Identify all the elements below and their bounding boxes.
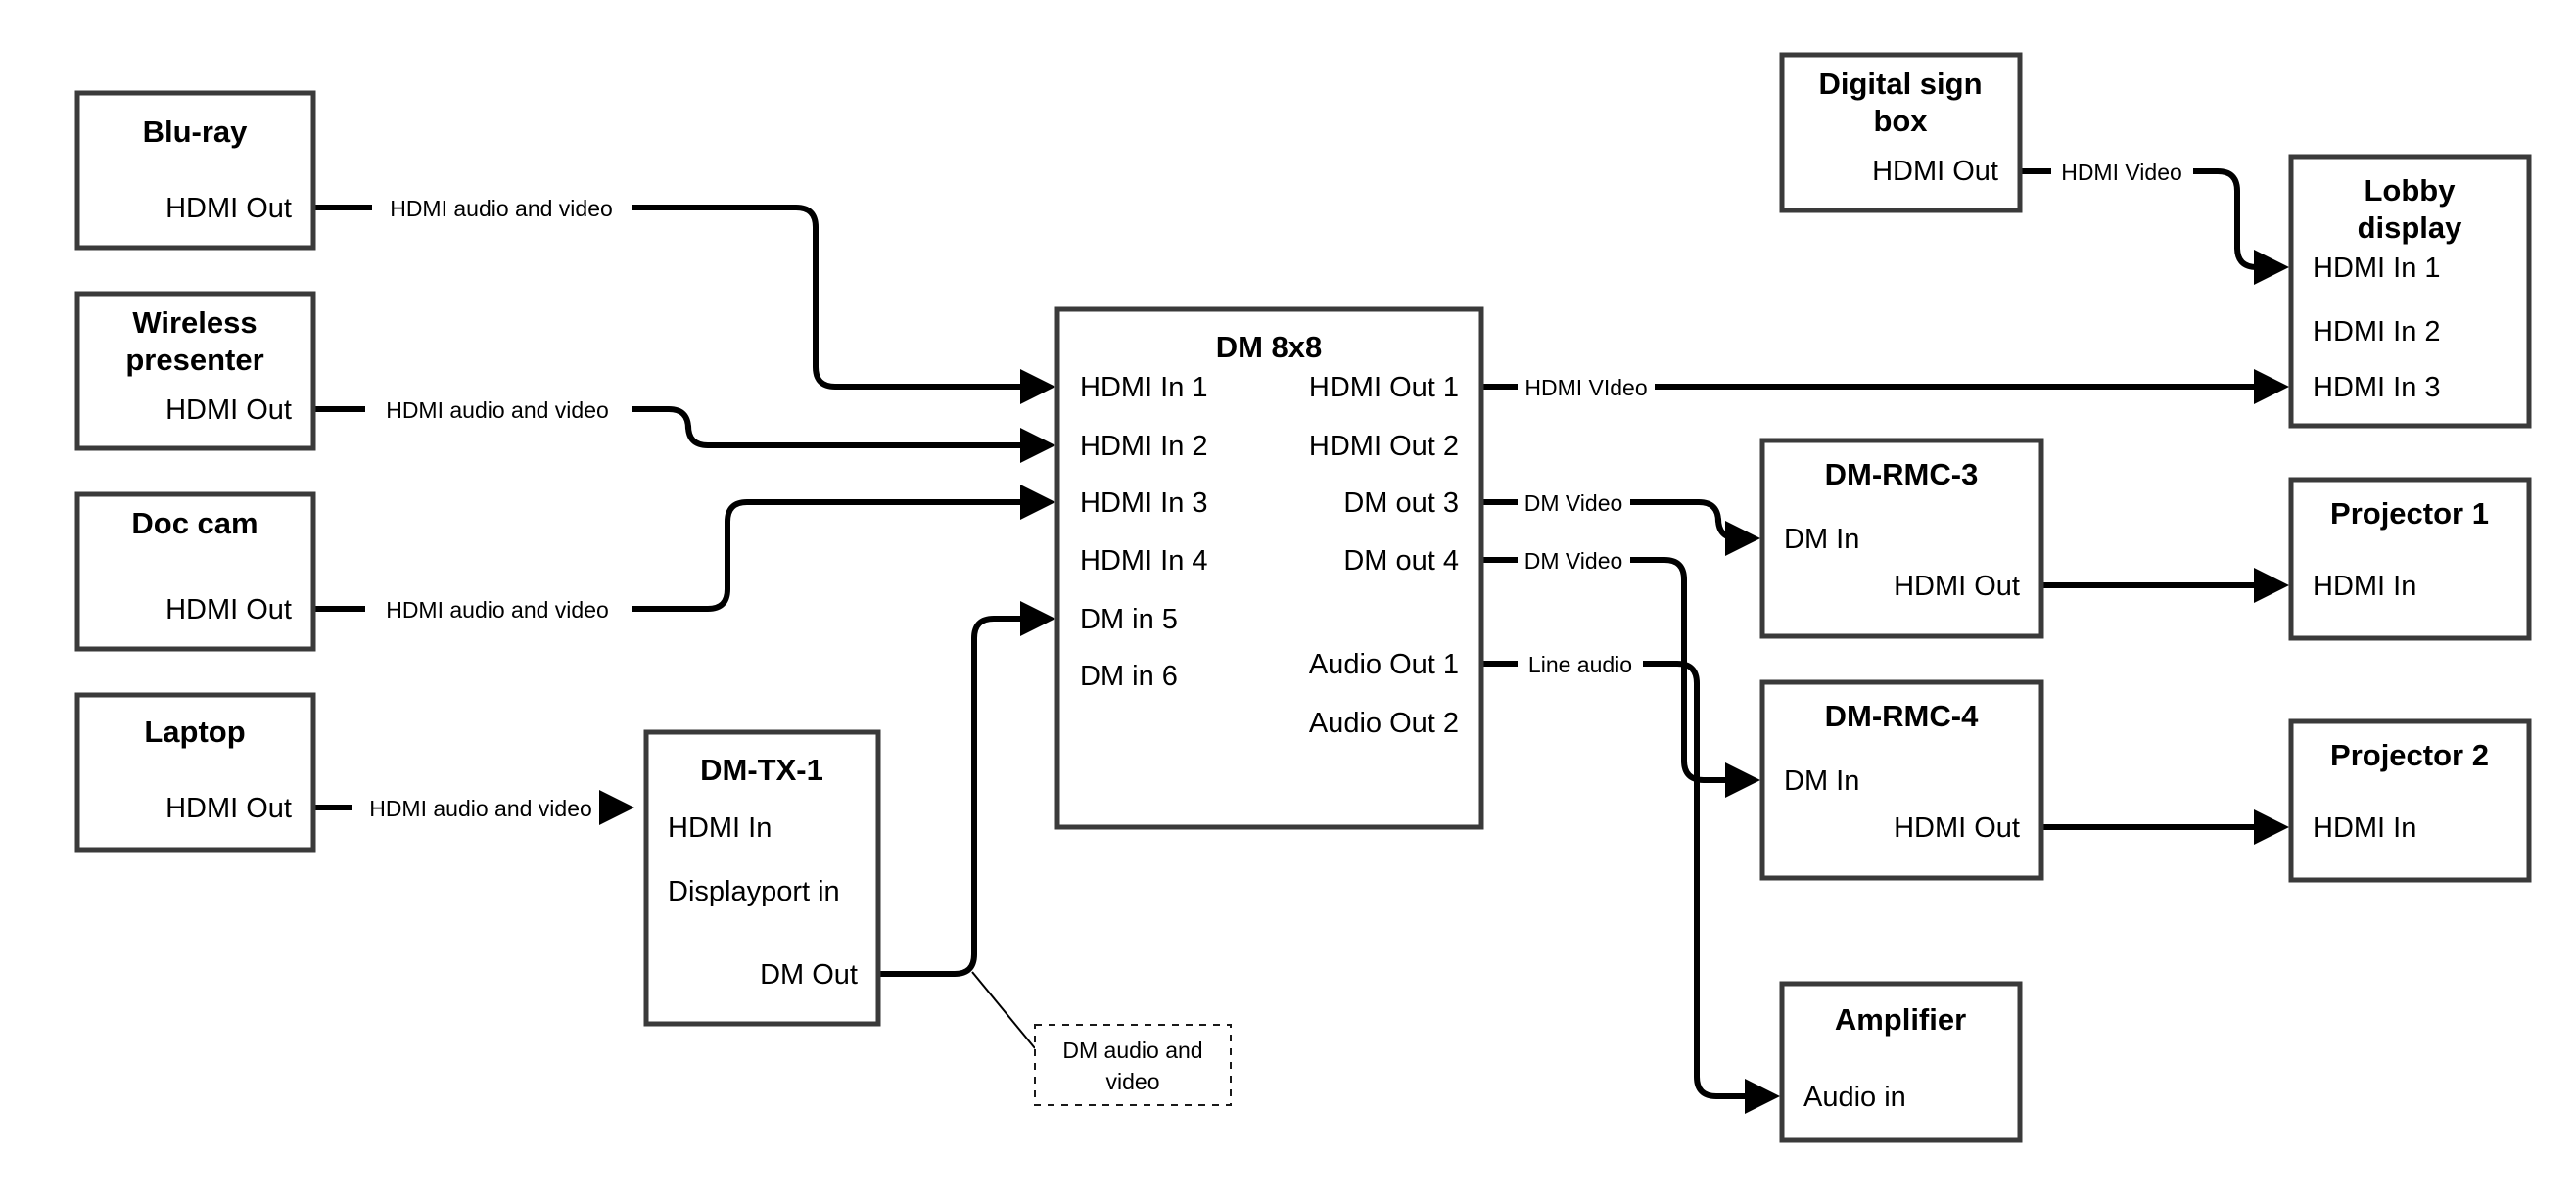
- node-laptop[interactable]: Laptop HDMI Out: [74, 692, 316, 853]
- callout-dm-audio-video-box: [1034, 1024, 1232, 1106]
- node-dm-8x8-port-audio-out-2: Audio Out 2: [1309, 708, 1459, 739]
- node-dm-8x8-port-hdmi-in-2: HDMI In 2: [1080, 431, 1208, 462]
- node-dm-8x8[interactable]: DM 8x8 HDMI In 1 HDMI In 2 HDMI In 3 HDM…: [1054, 306, 1484, 830]
- node-doc-cam[interactable]: Doc cam HDMI Out: [74, 491, 316, 652]
- wire-layer: [313, 168, 2283, 1096]
- node-dm-rmc-4-title: DM-RMC-4: [1825, 699, 1979, 733]
- node-doc-cam-port-hdmi-out: HDMI Out: [165, 594, 292, 625]
- leader-dm-audio-video: [971, 971, 1036, 1049]
- node-projector-2-title: Projector 2: [2330, 738, 2489, 772]
- node-dm-8x8-port-dm-out-3: DM out 3: [1343, 487, 1459, 519]
- node-projector-2-port-hdmi-in: HDMI In: [2313, 812, 2416, 844]
- node-dm-8x8-port-hdmi-in-3: HDMI In 3: [1080, 487, 1208, 519]
- node-dm-tx-1-title: DM-TX-1: [700, 753, 823, 787]
- edge-label-doccam-to-dm8x8: HDMI audio and video: [386, 597, 609, 623]
- edge-label-dm8x8-to-rmc4: DM Video: [1524, 548, 1623, 574]
- node-projector-2-box[interactable]: [2288, 718, 2532, 883]
- edge-label-dm8x8-to-rmc3: DM Video: [1524, 490, 1623, 516]
- edge-label-layer: HDMI audio and video HDMI audio and vide…: [369, 160, 2182, 821]
- node-wireless-presenter-title-line1: Wireless: [132, 305, 257, 340]
- node-digital-sign-box-title-line2: box: [1873, 104, 1928, 138]
- node-lobby-display-port-hdmi-in-2: HDMI In 2: [2313, 316, 2441, 347]
- node-dm-8x8-port-audio-out-1: Audio Out 1: [1309, 649, 1459, 680]
- node-dm-rmc-3-port-hdmi-out: HDMI Out: [1894, 571, 2020, 602]
- node-dm-tx-1[interactable]: DM-TX-1 HDMI In Displayport in DM Out: [643, 729, 881, 1027]
- node-dm-rmc-4-port-dm-in: DM In: [1784, 765, 1859, 797]
- node-digital-sign-box-port-hdmi-out: HDMI Out: [1872, 156, 1998, 187]
- node-doc-cam-title: Doc cam: [131, 506, 258, 540]
- node-lobby-display-box[interactable]: [2288, 154, 2532, 429]
- node-digital-sign-box-title-line1: Digital sign: [1818, 67, 1982, 101]
- node-bluray[interactable]: Blu-ray HDMI Out: [74, 90, 316, 251]
- callout-dm-audio-video-line1: DM audio and: [1062, 1038, 1202, 1063]
- node-wireless-presenter-title-line2: presenter: [125, 343, 263, 377]
- node-dm-tx-1-port-hdmi-in: HDMI In: [668, 812, 772, 844]
- wire-wireless-to-dm8x8: [313, 406, 1050, 445]
- callout-dm-audio-video-line2: video: [1106, 1069, 1160, 1094]
- node-wireless-presenter-box[interactable]: [74, 291, 316, 451]
- edge-label-wireless-to-dm8x8: HDMI audio and video: [386, 397, 609, 423]
- node-lobby-display-title-line1: Lobby: [2365, 173, 2457, 208]
- callout-dm-audio-video: DM audio and video: [1034, 1024, 1232, 1106]
- node-amplifier-title: Amplifier: [1835, 1002, 1966, 1037]
- node-bluray-port-hdmi-out: HDMI Out: [165, 193, 292, 224]
- node-digital-sign-box[interactable]: Digital sign box HDMI Out: [1779, 52, 2023, 213]
- node-dm-rmc-3-port-dm-in: DM In: [1784, 524, 1859, 555]
- node-amplifier-box[interactable]: [1779, 981, 2023, 1143]
- node-dm-tx-1-port-displayport-in: Displayport in: [668, 876, 840, 907]
- node-lobby-display-port-hdmi-in-1: HDMI In 1: [2313, 253, 2441, 284]
- node-dm-rmc-3[interactable]: DM-RMC-3 DM In HDMI Out: [1759, 438, 2044, 639]
- wire-signbox-to-lobby: [2020, 168, 2283, 267]
- node-projector-1-port-hdmi-in: HDMI In: [2313, 571, 2416, 602]
- node-dm-8x8-port-hdmi-out-2: HDMI Out 2: [1309, 431, 1459, 462]
- node-lobby-display-title-line2: display: [2358, 210, 2463, 245]
- node-projector-1[interactable]: Projector 1 HDMI In: [2288, 477, 2532, 641]
- edge-label-signbox-to-lobby: HDMI Video: [2061, 160, 2182, 185]
- node-wireless-presenter[interactable]: Wireless presenter HDMI Out: [74, 291, 316, 451]
- node-dm-rmc-4-box[interactable]: [1759, 679, 2044, 881]
- node-digital-sign-box-box[interactable]: [1779, 52, 2023, 213]
- node-dm-8x8-port-hdmi-in-4: HDMI In 4: [1080, 545, 1208, 577]
- node-projector-1-box[interactable]: [2288, 477, 2532, 641]
- node-bluray-box[interactable]: [74, 90, 316, 251]
- wire-doccam-to-dm8x8: [313, 502, 1050, 612]
- wire-dm8x8-to-rmc3: [1481, 499, 1755, 538]
- node-laptop-port-hdmi-out: HDMI Out: [165, 793, 292, 824]
- node-dm-8x8-port-dm-out-4: DM out 4: [1343, 545, 1459, 577]
- node-dm-tx-1-box[interactable]: [643, 729, 881, 1027]
- node-dm-rmc-3-box[interactable]: [1759, 438, 2044, 639]
- node-dm-8x8-port-hdmi-in-1: HDMI In 1: [1080, 372, 1208, 403]
- node-laptop-box[interactable]: [74, 692, 316, 853]
- node-projector-2[interactable]: Projector 2 HDMI In: [2288, 718, 2532, 883]
- wire-dmtx-to-dm8x8: [878, 601, 1055, 977]
- wire-dm8x8-to-amplifier: [1481, 661, 1774, 1096]
- edge-label-bluray-to-dm8x8: HDMI audio and video: [390, 196, 613, 221]
- wire-bluray-to-dm8x8: [313, 205, 1050, 387]
- node-lobby-display[interactable]: Lobby display HDMI In 1 HDMI In 2 HDMI I…: [2288, 154, 2532, 429]
- node-dm-8x8-box[interactable]: [1054, 306, 1484, 830]
- node-dm-rmc-3-title: DM-RMC-3: [1825, 457, 1979, 491]
- node-dm-8x8-title: DM 8x8: [1216, 330, 1323, 364]
- node-amplifier[interactable]: Amplifier Audio in: [1779, 981, 2023, 1143]
- node-bluray-title: Blu-ray: [143, 115, 249, 149]
- edge-label-dm8x8-to-lobby: HDMI VIdeo: [1524, 375, 1647, 400]
- node-lobby-display-port-hdmi-in-3: HDMI In 3: [2313, 372, 2441, 403]
- node-laptop-title: Laptop: [144, 715, 245, 749]
- edge-label-dm8x8-to-amplifier: Line audio: [1528, 652, 1632, 677]
- node-dm-8x8-port-hdmi-out-1: HDMI Out 1: [1309, 372, 1459, 403]
- node-wireless-presenter-port-hdmi-out: HDMI Out: [165, 394, 292, 426]
- node-dm-tx-1-port-dm-out: DM Out: [760, 959, 858, 991]
- edge-label-laptop-to-dmtx: HDMI audio and video: [369, 796, 592, 821]
- node-projector-1-title: Projector 1: [2330, 496, 2489, 531]
- node-doc-cam-box[interactable]: [74, 491, 316, 652]
- node-dm-rmc-4[interactable]: DM-RMC-4 DM In HDMI Out: [1759, 679, 2044, 881]
- node-dm-rmc-4-port-hdmi-out: HDMI Out: [1894, 812, 2020, 844]
- node-amplifier-port-audio-in: Audio in: [1803, 1082, 1906, 1113]
- node-dm-8x8-port-dm-in-6: DM in 6: [1080, 661, 1178, 692]
- node-dm-8x8-port-dm-in-5: DM in 5: [1080, 604, 1178, 635]
